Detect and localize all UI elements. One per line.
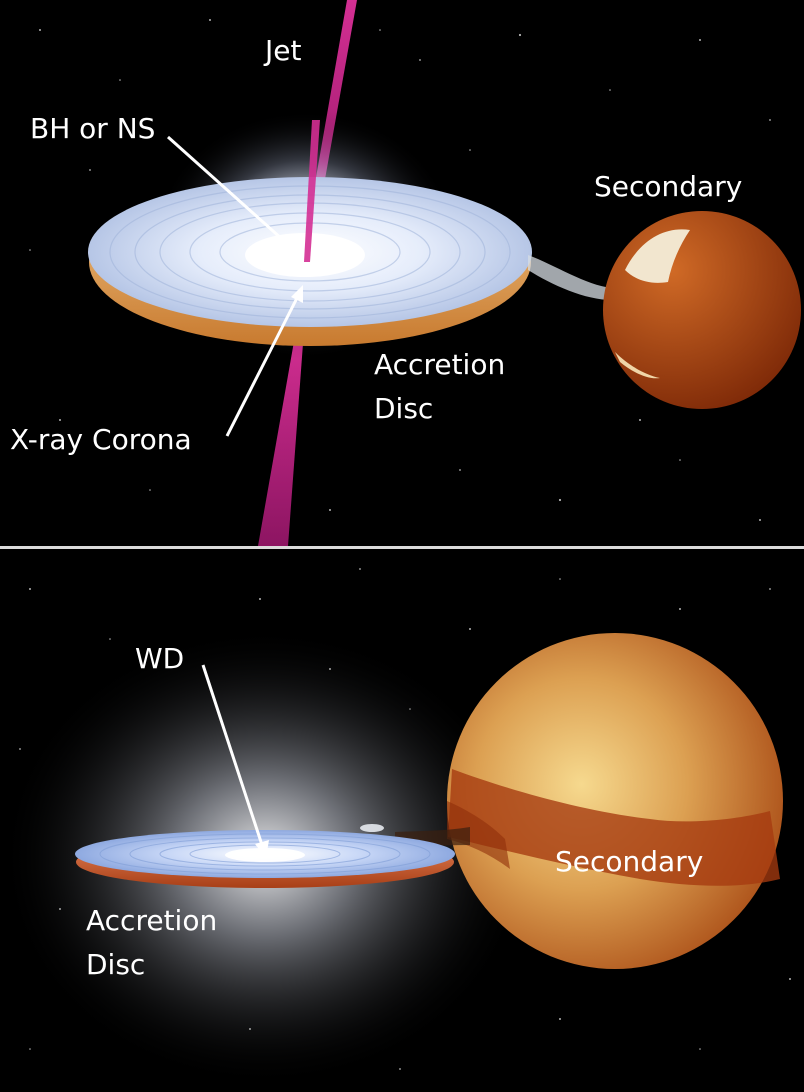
label-accretion-disc-top-line1: Accretion: [374, 348, 506, 381]
bottom-illustration: [0, 568, 791, 1087]
label-bh-or-ns: BH or NS: [30, 112, 156, 145]
label-x-ray-corona: X-ray Corona: [10, 423, 192, 456]
secondary-star-bottom: [447, 633, 783, 969]
label-secondary-top: Secondary: [594, 170, 743, 203]
top-illustration: [29, 0, 801, 546]
mass-transfer-stream-top: [528, 255, 612, 300]
panel-divider: [0, 546, 804, 549]
label-accretion-disc-bottom-line1: Accretion: [86, 904, 218, 937]
arrow-bh-or-ns: [166, 135, 301, 256]
label-jet: Jet: [265, 34, 302, 67]
label-wd: WD: [135, 642, 185, 675]
label-accretion-disc-bottom-line2: Disc: [86, 948, 146, 981]
label-accretion-disc-top-line2: Disc: [374, 392, 434, 425]
jet-lower: [258, 330, 304, 546]
arrow-wd: [201, 664, 269, 858]
secondary-star-top: [603, 211, 801, 409]
bottom-panel-cv: WD Secondary Accretion Disc: [0, 549, 804, 1092]
starfield-top: [29, 19, 771, 521]
top-panel-lmxb: Jet BH or NS Secondary Accretion Disc X-…: [10, 0, 801, 546]
accretion-disc-bottom: [75, 830, 455, 888]
arrow-x-ray-corona: [225, 285, 303, 437]
label-secondary-bottom: Secondary: [555, 845, 704, 878]
